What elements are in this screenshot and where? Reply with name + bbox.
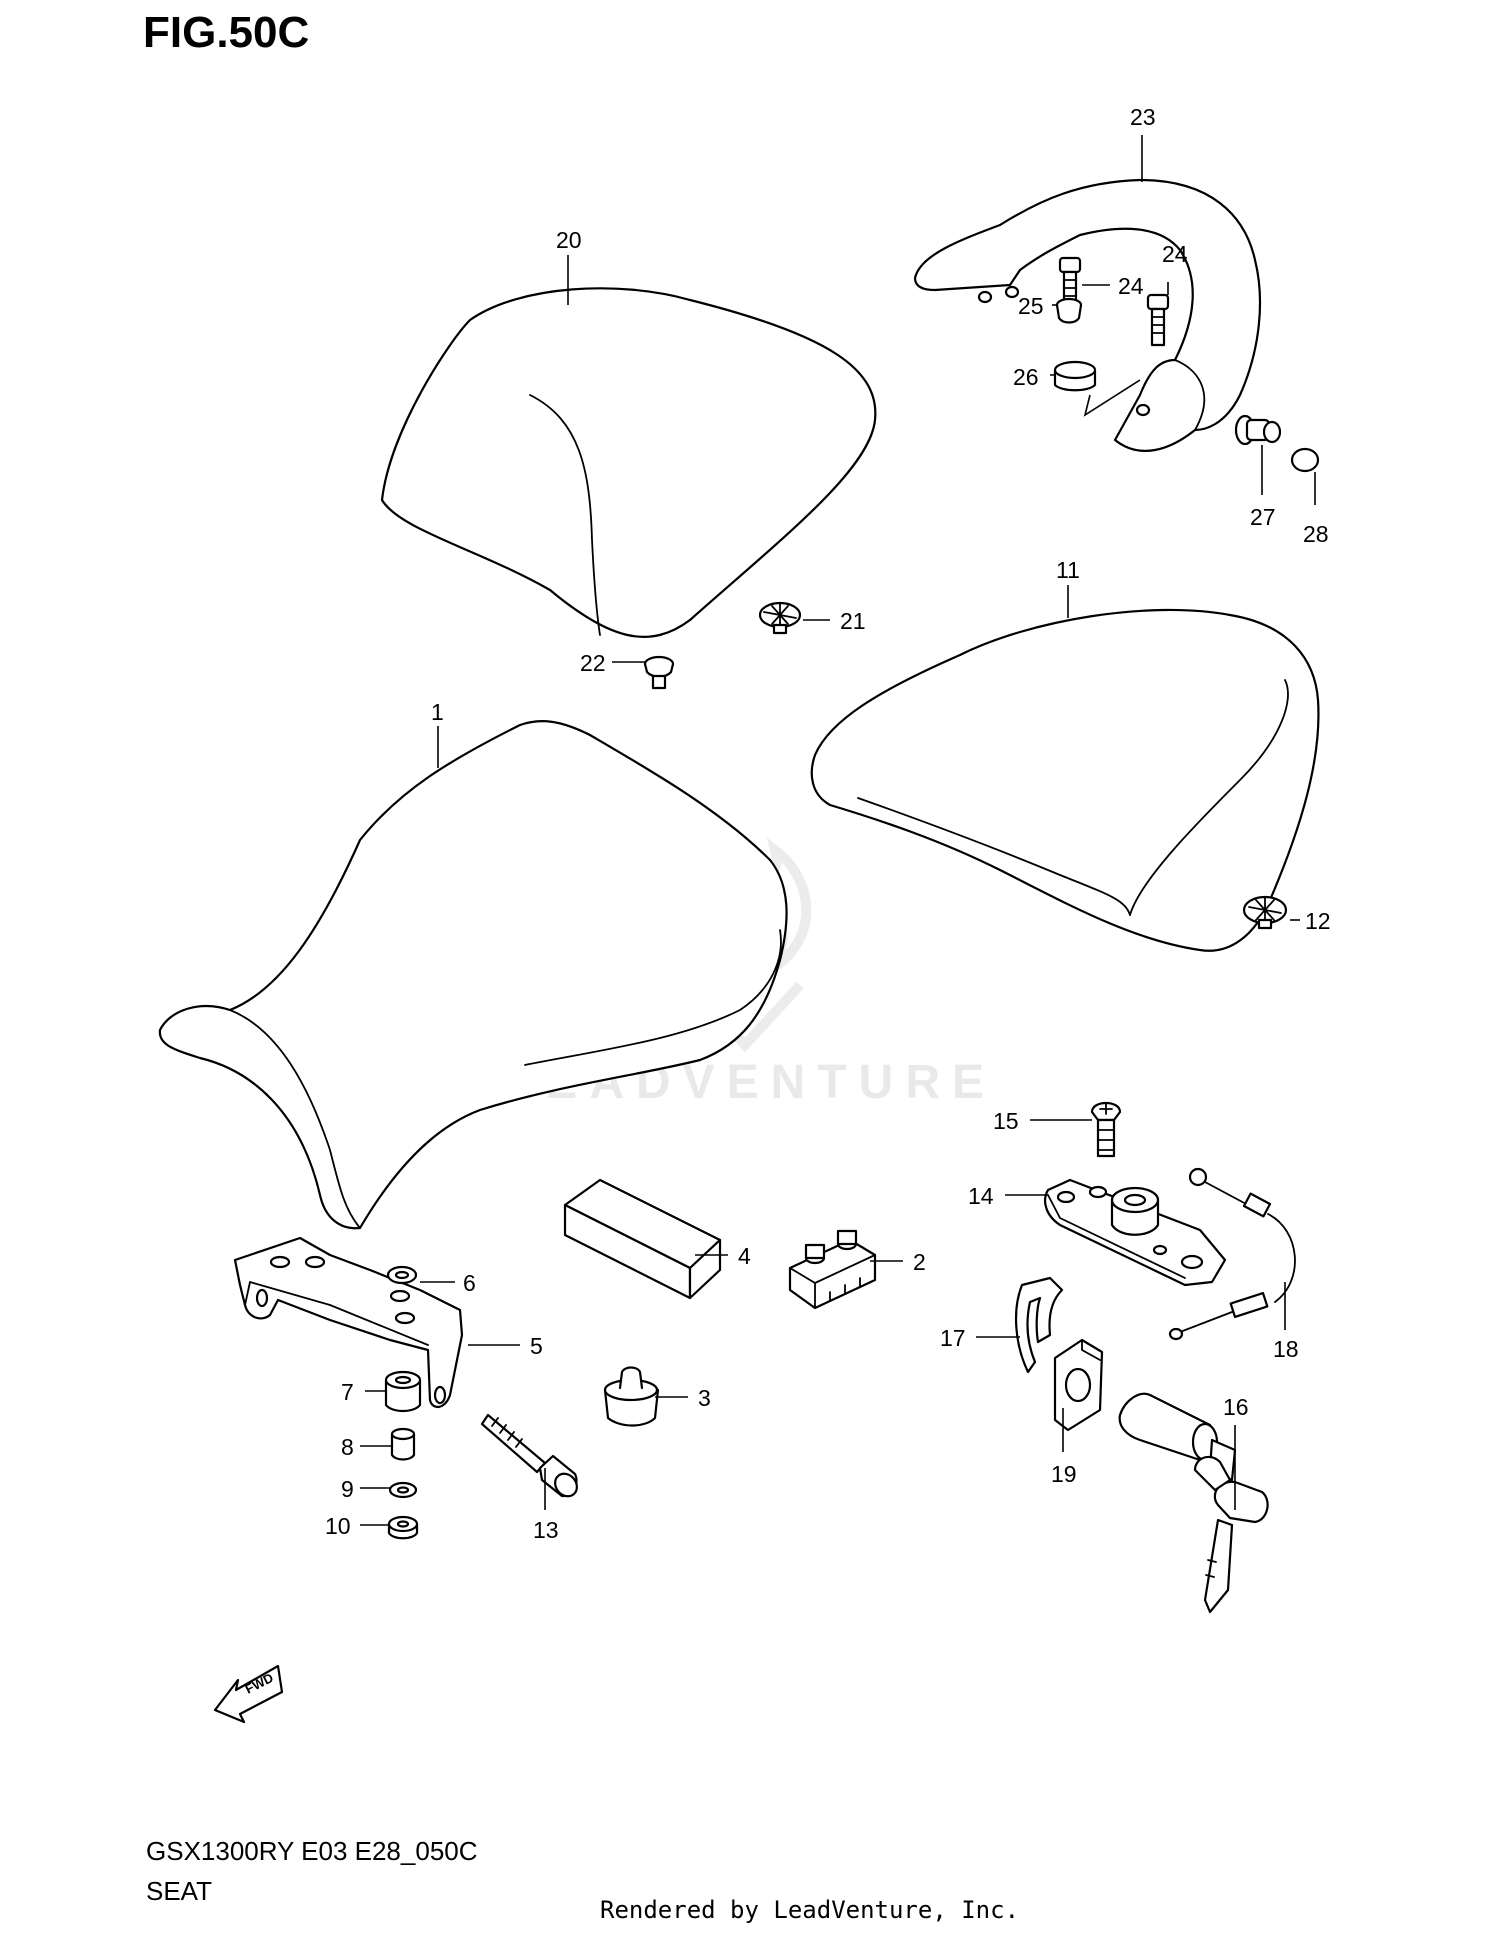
bolt-13-part <box>480 1413 578 1498</box>
callout-24b: 24 <box>1162 241 1188 267</box>
pillion-seat-part <box>810 608 1320 952</box>
callout-25: 25 <box>1018 293 1044 319</box>
washer-9-part <box>388 1481 418 1499</box>
callout-27: 27 <box>1250 504 1276 530</box>
rider-seat-part <box>158 720 788 1230</box>
callout-24a: 24 <box>1118 273 1144 299</box>
leader-lines <box>360 135 1316 1526</box>
washer-6-part <box>386 1265 418 1285</box>
pad-part <box>563 1178 722 1300</box>
callout-14: 14 <box>968 1183 994 1209</box>
clip-12-part <box>1242 895 1288 930</box>
callout-4: 4 <box>738 1243 751 1269</box>
cap-part <box>1290 447 1320 473</box>
callout-22: 22 <box>580 650 606 676</box>
lock-set-part <box>1118 1392 1269 1614</box>
cable-part <box>1168 1167 1296 1341</box>
bolt-24b-part <box>1146 293 1170 347</box>
callout-7: 7 <box>341 1379 354 1405</box>
collar-part <box>1055 297 1083 324</box>
rubber-cushion-part <box>788 1229 877 1310</box>
callout-15: 15 <box>993 1108 1019 1134</box>
collar-8-part <box>390 1427 416 1461</box>
screw-15-part <box>1090 1101 1122 1158</box>
stopper-part <box>603 1366 660 1427</box>
callout-numbers: 1 2 3 4 5 6 7 8 9 10 11 12 13 14 15 16 1… <box>325 104 1331 1543</box>
spring-clip-part <box>1014 1276 1064 1374</box>
callout-13: 13 <box>533 1517 559 1543</box>
callout-1: 1 <box>431 699 444 725</box>
lock-plate-part <box>1044 1178 1227 1287</box>
callout-6: 6 <box>463 1270 476 1296</box>
callout-12: 12 <box>1305 908 1331 934</box>
knob-part <box>1234 414 1282 446</box>
callout-21: 21 <box>840 608 866 634</box>
callout-3: 3 <box>698 1385 711 1411</box>
callout-5: 5 <box>530 1333 543 1359</box>
clip-21-part <box>758 601 802 635</box>
figure-code: GSX1300RY E03 E28_050C <box>146 1836 478 1866</box>
pillion-seat-cover-part <box>380 287 877 638</box>
callout-16: 16 <box>1223 1394 1249 1420</box>
rendered-by-credit: Rendered by LeadVenture, Inc. <box>600 1896 1020 1924</box>
callout-26: 26 <box>1013 364 1039 390</box>
fwd-arrow-icon: FWD <box>213 1664 284 1724</box>
callout-9: 9 <box>341 1476 354 1502</box>
callout-8: 8 <box>341 1434 354 1460</box>
lock-bracket-part <box>1053 1338 1104 1432</box>
callout-10: 10 <box>325 1513 351 1539</box>
callout-17: 17 <box>940 1325 966 1351</box>
figure-title: FIG.50C <box>143 8 310 57</box>
nut-10-part <box>387 1515 419 1540</box>
damper-22-part <box>643 655 675 690</box>
callout-18: 18 <box>1273 1336 1299 1362</box>
callout-28: 28 <box>1303 521 1329 547</box>
callout-19: 19 <box>1051 1461 1077 1487</box>
callout-23: 23 <box>1130 104 1156 130</box>
cushion-7-part <box>384 1370 422 1413</box>
figure-name: SEAT <box>146 1876 212 1906</box>
bracket-part <box>233 1236 464 1408</box>
grab-handle-part <box>913 178 1262 452</box>
cushion-part <box>1053 360 1097 392</box>
callout-2: 2 <box>913 1249 926 1275</box>
callout-20: 20 <box>556 227 582 253</box>
callout-11: 11 <box>1056 557 1080 583</box>
